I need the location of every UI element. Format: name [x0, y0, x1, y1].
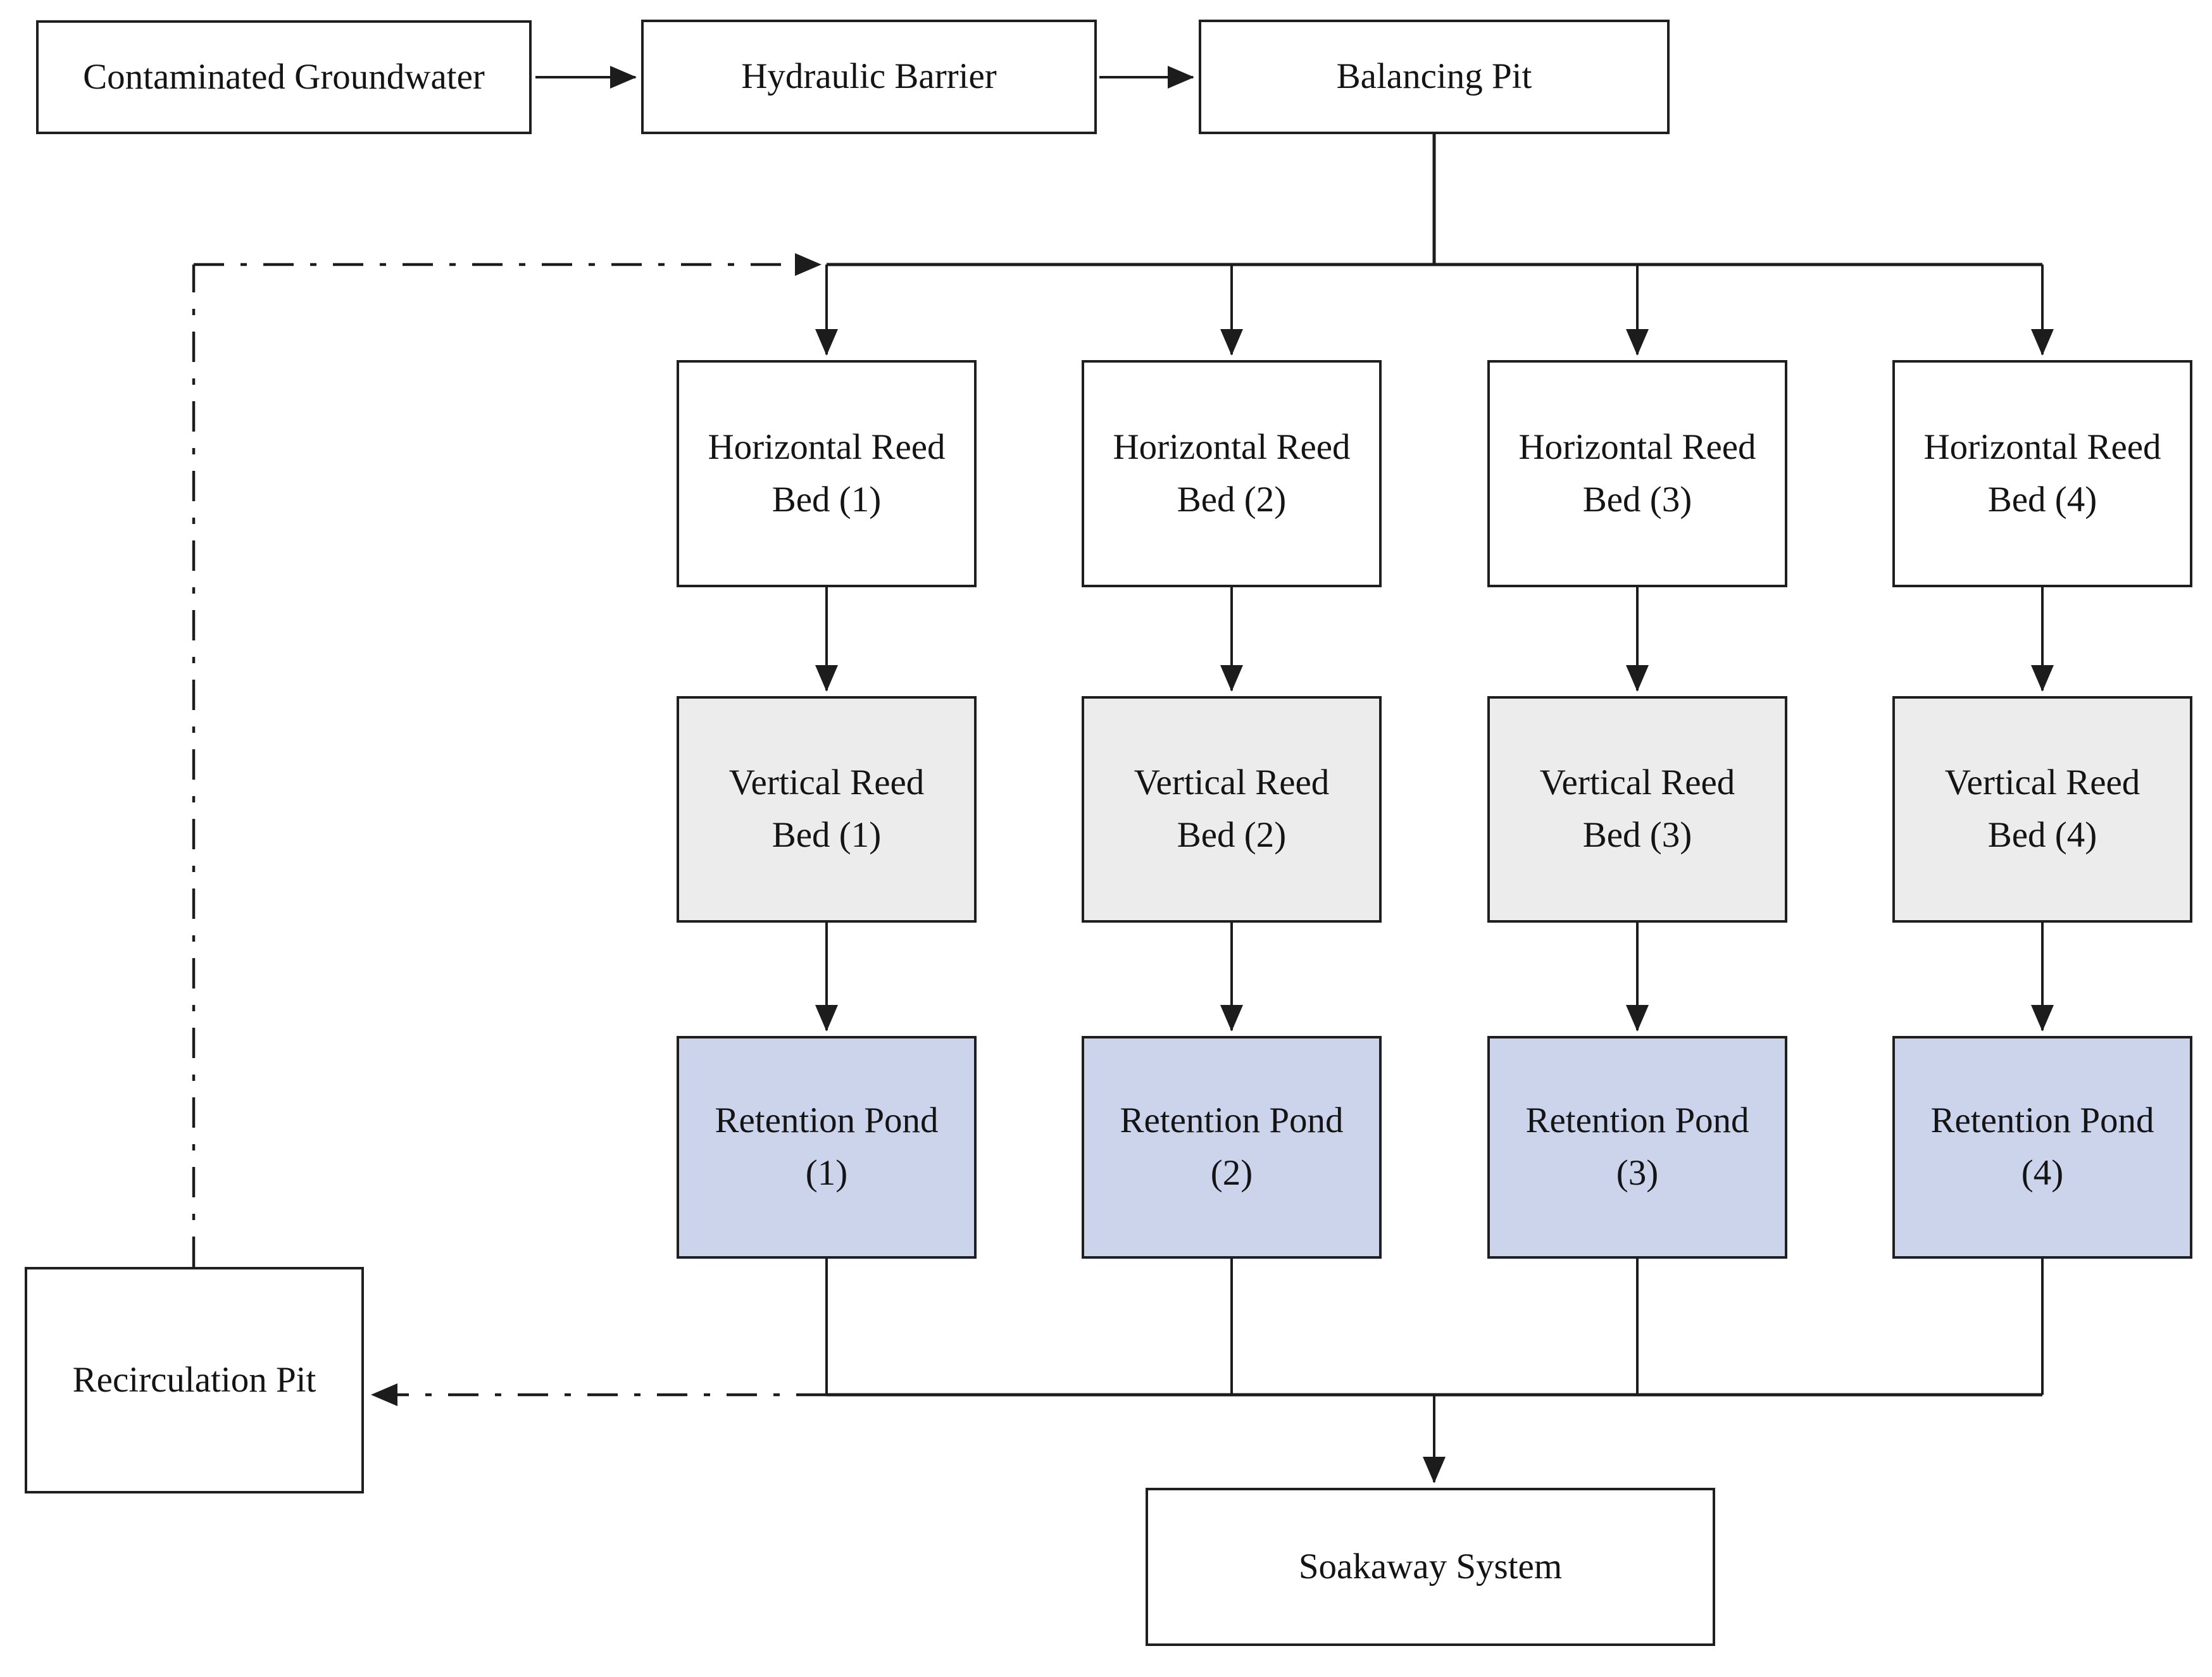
node-contaminated-groundwater: Contaminated Groundwater: [36, 20, 532, 134]
node-hydraulic-barrier: Hydraulic Barrier: [641, 20, 1097, 134]
node-balancing-pit: Balancing Pit: [1199, 20, 1670, 134]
node-label: Bed (1): [772, 815, 882, 855]
node-label: Retention Pond: [715, 1100, 939, 1141]
node-label: (1): [805, 1153, 848, 1193]
node-horizontal-reed-bed-2: Horizontal Reed Bed (2): [1082, 360, 1382, 587]
node-label: Bed (1): [772, 479, 882, 520]
node-label: Bed (4): [1987, 815, 2097, 855]
node-label: Bed (2): [1177, 815, 1287, 855]
node-label: Retention Pond: [1525, 1100, 1749, 1141]
node-vertical-reed-bed-2: Vertical Reed Bed (2): [1082, 696, 1382, 923]
node-horizontal-reed-bed-3: Horizontal Reed Bed (3): [1487, 360, 1787, 587]
node-label: Bed (3): [1582, 479, 1692, 520]
node-label: Recirculation Pit: [72, 1359, 316, 1400]
node-label: (3): [1616, 1153, 1659, 1193]
node-label: Bed (3): [1582, 815, 1692, 855]
node-horizontal-reed-bed-4: Horizontal Reed Bed (4): [1892, 360, 2192, 587]
node-retention-pond-3: Retention Pond (3): [1487, 1036, 1787, 1259]
node-horizontal-reed-bed-1: Horizontal Reed Bed (1): [677, 360, 977, 587]
node-label: Vertical Reed: [1539, 763, 1735, 803]
node-label: Horizontal Reed: [1113, 427, 1351, 467]
node-retention-pond-2: Retention Pond (2): [1082, 1036, 1382, 1259]
node-label: Contaminated Groundwater: [83, 56, 485, 97]
node-label: Bed (2): [1177, 479, 1287, 520]
node-vertical-reed-bed-1: Vertical Reed Bed (1): [677, 696, 977, 923]
node-soakaway-system: Soakaway System: [1146, 1488, 1715, 1646]
node-recirculation-pit: Recirculation Pit: [25, 1267, 364, 1493]
node-label: Horizontal Reed: [1923, 427, 2161, 467]
node-label: Balancing Pit: [1336, 56, 1532, 97]
node-label: Retention Pond: [1930, 1100, 2154, 1141]
node-retention-pond-1: Retention Pond (1): [677, 1036, 977, 1259]
node-label: Soakaway System: [1298, 1546, 1563, 1587]
node-label: Vertical Reed: [728, 763, 925, 803]
node-label: Vertical Reed: [1134, 763, 1330, 803]
node-label: (2): [1210, 1153, 1253, 1193]
node-retention-pond-4: Retention Pond (4): [1892, 1036, 2192, 1259]
node-vertical-reed-bed-3: Vertical Reed Bed (3): [1487, 696, 1787, 923]
node-label: Retention Pond: [1120, 1100, 1344, 1141]
node-label: Vertical Reed: [1944, 763, 2140, 803]
node-label: Bed (4): [1987, 479, 2097, 520]
node-label: (4): [2021, 1153, 2064, 1193]
node-label: Horizontal Reed: [708, 427, 946, 467]
node-label: Horizontal Reed: [1518, 427, 1756, 467]
node-vertical-reed-bed-4: Vertical Reed Bed (4): [1892, 696, 2192, 923]
node-label: Hydraulic Barrier: [741, 56, 997, 97]
